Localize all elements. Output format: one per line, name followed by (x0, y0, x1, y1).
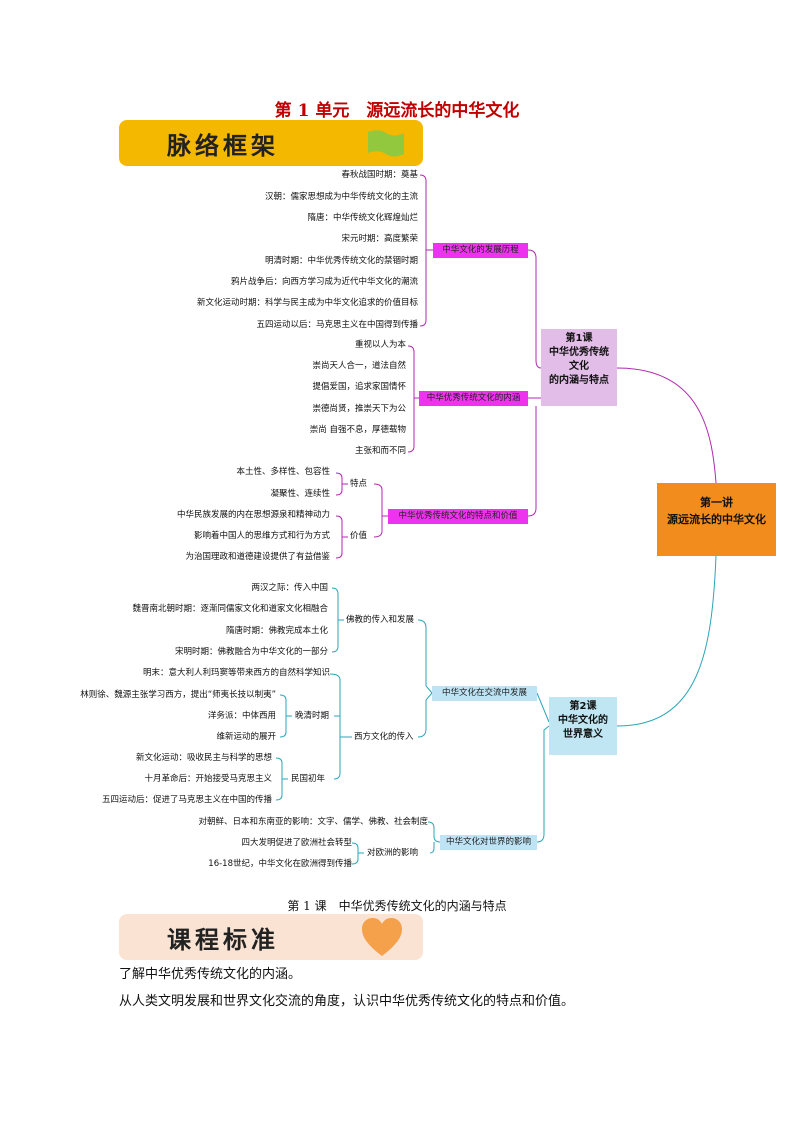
heart-icon (362, 918, 402, 956)
unit-title: 第 1 单元 源远流长的中华文化 (274, 101, 520, 121)
connotation-item: 主张和而不同 (354, 446, 406, 456)
connotation-item: 重视以人为本 (354, 340, 406, 350)
late-qing-label: 晚清时期 (295, 711, 330, 721)
standard-line: 了解中华优秀传统文化的内涵。 (119, 967, 302, 982)
branch-history: 中华文化的发展历程 (433, 243, 528, 258)
branch-traits: 中华优秀传统文化的特点和价值 (388, 509, 528, 524)
lesson2-line: 中华文化的 (558, 715, 608, 726)
traits-item: 本土性、多样性、包容性 (236, 467, 330, 477)
connotation-item: 崇尚 自强不息，厚德载物 (309, 425, 406, 435)
buddhism-item: 两汉之际：传入中国 (251, 583, 328, 593)
lesson1-line: 文化 (569, 361, 589, 372)
branch-world: 中华文化对世界的影响 (440, 835, 537, 850)
standards-banner-label: 课程标准 (167, 925, 279, 954)
late-qing-item: 维新运动的展开 (216, 732, 276, 742)
traits-label: 特点 (350, 479, 368, 489)
history-item: 隋唐：中华传统文化辉煌灿烂 (307, 213, 418, 223)
flag-icon (368, 130, 404, 157)
history-item: 新文化运动时期：科学与民主成为中华文化追求的价值目标 (196, 298, 418, 308)
lesson2-line: 第2课 (569, 701, 597, 712)
buddhism-item: 隋唐时期：佛教完成本土化 (225, 626, 328, 636)
history-item: 五四运动以后：马克思主义在中国得到传播 (256, 320, 418, 330)
buddhism-item: 魏晋南北朝时期：逐渐同儒家文化和道家文化相融合 (132, 604, 328, 614)
standard-line: 从人类文明发展和世界文化交流的角度，认识中华优秀传统文化的特点和价值。 (119, 994, 575, 1009)
lesson2-node: 第2课 中华文化的 世界意义 (549, 697, 617, 755)
connotation-item: 崇尚天人合一，道法自然 (312, 361, 406, 371)
values-label: 价值 (350, 531, 368, 541)
history-item: 春秋战国时期：奠基 (341, 170, 418, 180)
framework-banner-label: 脉络框架 (167, 131, 279, 160)
early-republic-label: 民国初年 (291, 774, 326, 784)
western-ming: 明末：意大利人利玛窦等带来西方的自然科学知识 (142, 668, 330, 678)
lesson1-line: 中华优秀传统 (549, 347, 609, 358)
connotation-item: 提倡爱国，追求家国情怀 (312, 382, 406, 392)
early-republic-item: 五四运动后：促进了马克思主义在中国的传播 (101, 795, 272, 805)
root-node: 第一讲 源远流长的中华文化 (657, 483, 776, 556)
early-republic-item: 新文化运动：吸收民主与科学的思想 (135, 753, 272, 763)
history-item: 宋元时期：高度繁荣 (341, 234, 418, 244)
buddhism-label: 佛教的传入和发展 (346, 615, 415, 625)
values-item: 中华民族发展的内在思想源泉和精神动力 (176, 510, 330, 520)
root-line: 源远流长的中华文化 (667, 513, 766, 526)
traits-item: 凝聚性、连续性 (270, 489, 330, 499)
lesson1-line: 的内涵与特点 (549, 375, 609, 386)
framework-banner: 脉络框架 (119, 120, 423, 166)
world-asia: 对朝鲜、日本和东南亚的影响：文字、儒学、佛教、社会制度 (198, 817, 428, 827)
history-item: 明清时期：中华优秀传统文化的禁锢时期 (264, 256, 418, 266)
history-item: 汉朝：儒家思想成为中华传统文化的主流 (264, 192, 418, 202)
late-qing-item: 洋务派：中体西用 (207, 711, 276, 721)
standards-banner: 课程标准 (119, 914, 423, 960)
branch-connotation: 中华优秀传统文化的内涵 (419, 391, 528, 406)
europe-item: 四大发明促进了欧洲社会转型 (241, 838, 352, 848)
lesson-heading: 第 1 课 中华优秀传统文化的内涵与特点 (287, 899, 507, 913)
early-republic-item: 十月革命后：开始接受马克思主义 (144, 774, 272, 784)
lesson1-line: 第1课 (565, 333, 593, 344)
europe-item: 16-18世纪，中华文化在欧洲得到传播 (208, 859, 352, 869)
buddhism-item: 宋明时期：佛教融合为中华文化的一部分 (174, 647, 328, 657)
lesson1-node: 第1课 中华优秀传统 文化 的内涵与特点 (541, 329, 617, 406)
values-item: 为治国理政和道德建设提供了有益借鉴 (185, 552, 330, 562)
values-item: 影响着中国人的思维方式和行为方式 (193, 531, 330, 541)
root-line: 第一讲 (700, 496, 733, 509)
branch-exchange: 中华文化在交流中发展 (432, 686, 537, 701)
lesson2-line: 世界意义 (563, 729, 603, 740)
connotation-item: 崇德尚贤，推崇天下为公 (312, 404, 406, 414)
history-item: 鸦片战争后：向西方学习成为近代中华文化的潮流 (230, 277, 418, 287)
western-label: 西方文化的传入 (354, 732, 414, 742)
late-qing-item: 林则徐、魏源主张学习西方，提出“师夷长技以制夷” (80, 690, 276, 700)
europe-label: 对欧洲的影响 (367, 848, 419, 858)
